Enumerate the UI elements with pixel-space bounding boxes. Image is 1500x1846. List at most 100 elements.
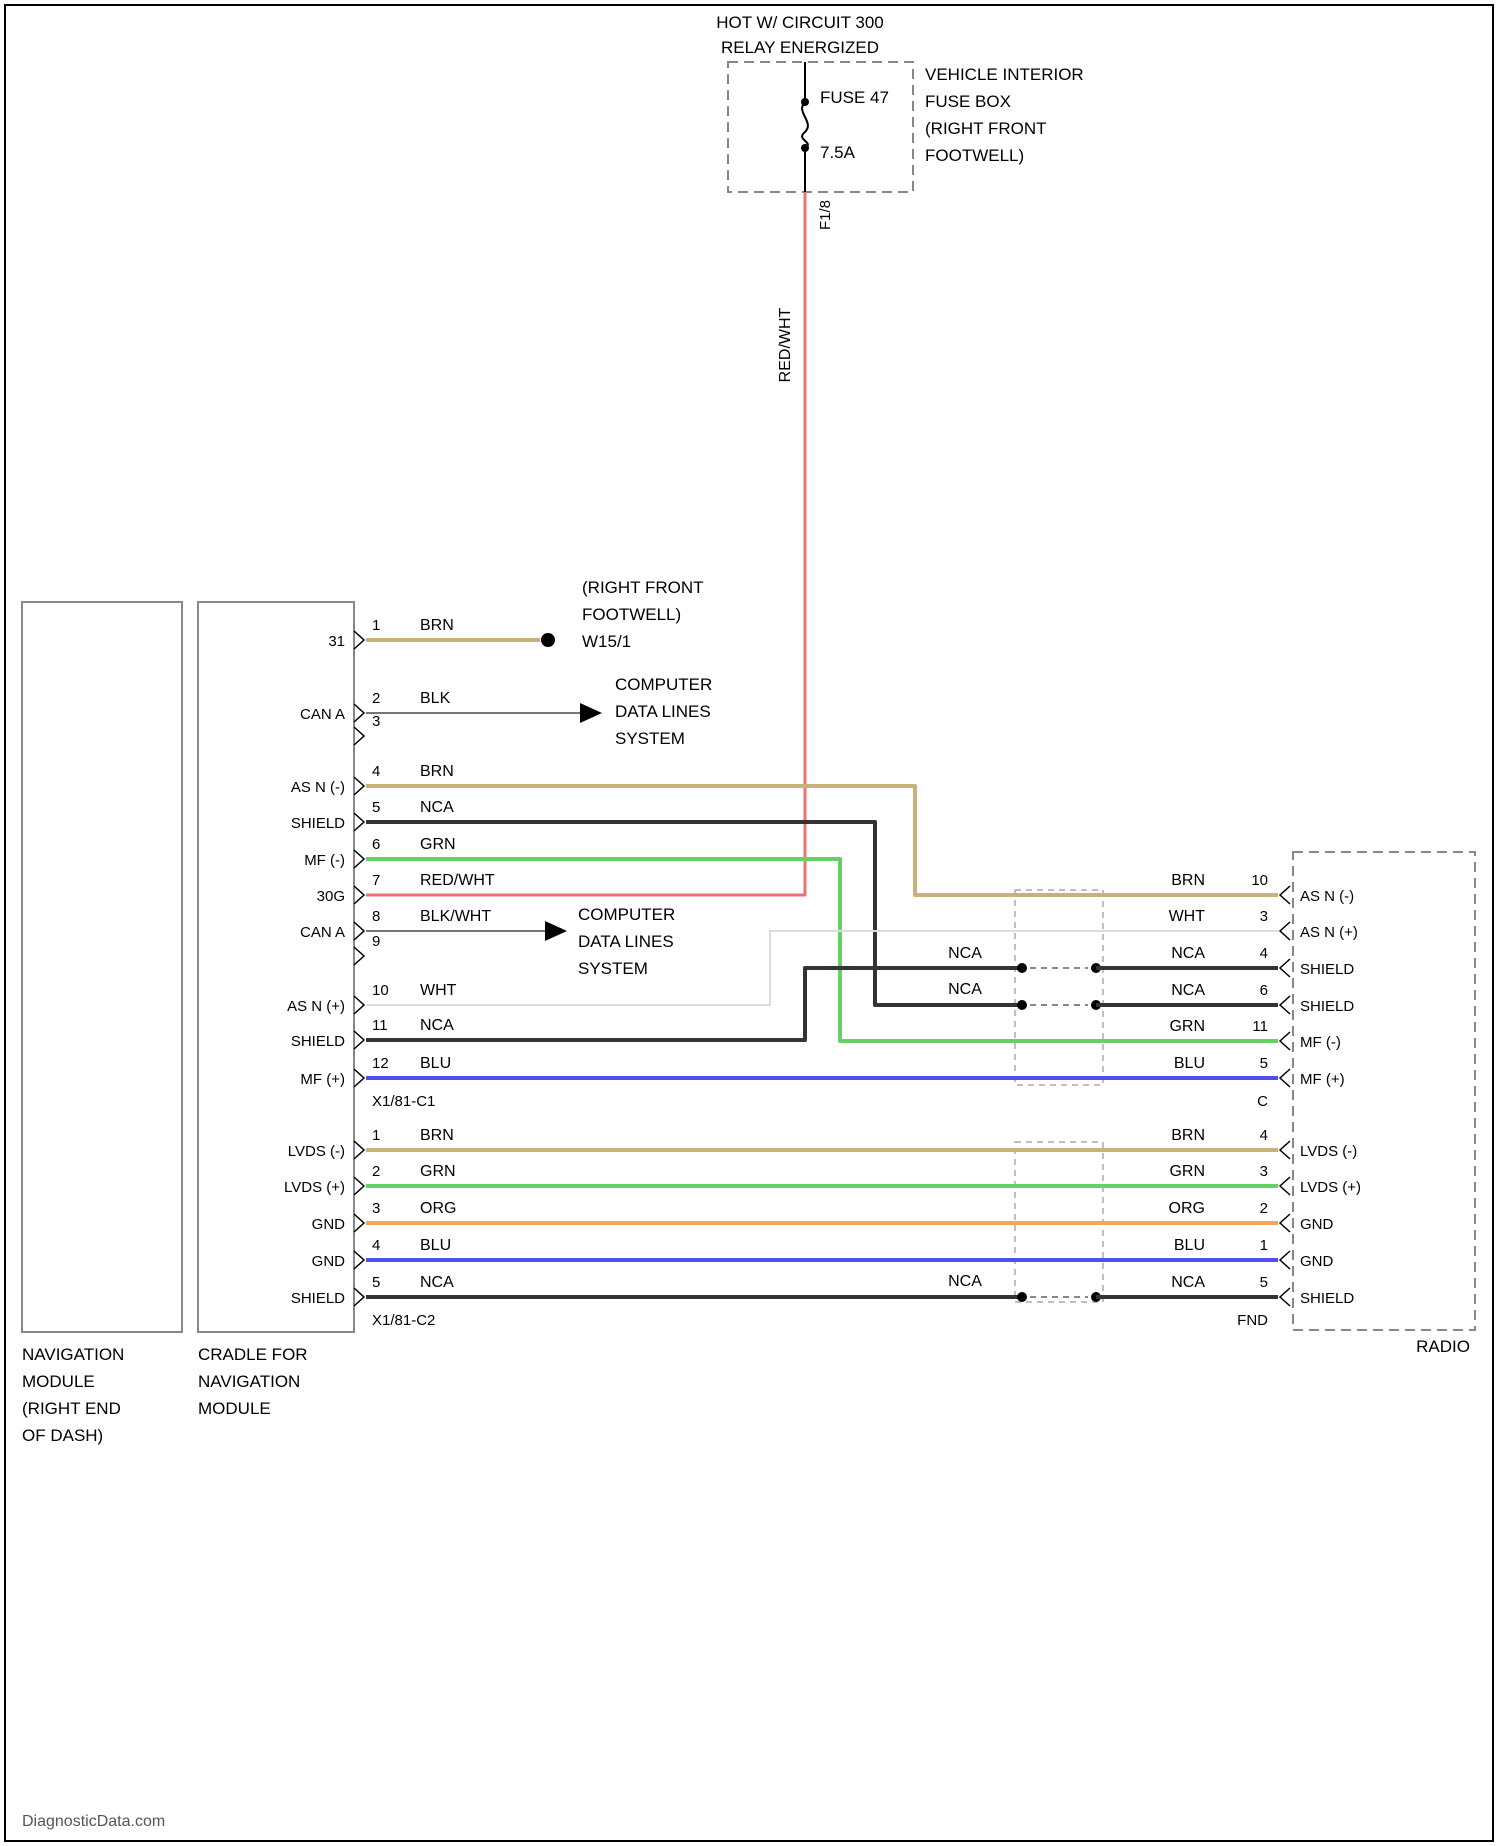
c2-wire-5: NCA	[420, 1274, 454, 1291]
fuse-connector-label: F1/8	[817, 200, 834, 230]
c2-signal-2: LVDS (+)	[284, 1179, 345, 1196]
radio-fnd-pin-3: 3	[1260, 1163, 1268, 1180]
radio-fnd-wire-2: ORG	[1169, 1200, 1205, 1217]
c1-wire-12: BLU	[420, 1055, 451, 1072]
fuse-box-label-1: VEHICLE INTERIOR	[925, 65, 1084, 84]
c1-signal-4: AS N (-)	[291, 779, 345, 796]
c1-pin-5: 5	[372, 799, 380, 816]
c1-pin-3: 3	[372, 713, 380, 730]
radio-fnd-signal-5: SHIELD	[1300, 1290, 1354, 1307]
radio-fnd-wire-1: BLU	[1174, 1237, 1205, 1254]
radio-c-pin-10: 10	[1251, 872, 1268, 889]
c2-signal-1: LVDS (-)	[288, 1143, 345, 1160]
c2-wire-2: GRN	[420, 1163, 456, 1180]
radio-fnd-wire-4: BRN	[1171, 1127, 1205, 1144]
radio-c-wire-10: BRN	[1171, 872, 1205, 889]
computer-data-1-line-3: SYSTEM	[615, 729, 685, 748]
splice-c1-a-left	[1017, 963, 1027, 973]
navigation-module-label-2: MODULE	[22, 1372, 95, 1391]
c1-signal-1: 31	[328, 633, 345, 650]
fuse-label: FUSE 47	[820, 88, 889, 107]
fuse-box-label-3: (RIGHT FRONT	[925, 119, 1047, 138]
computer-data-2-line-3: SYSTEM	[578, 959, 648, 978]
ground-label-3: W15/1	[582, 632, 631, 651]
c2-pin-4: 4	[372, 1237, 380, 1254]
radio-fnd-pin-5: 5	[1260, 1274, 1268, 1291]
c1-signal-12: MF (+)	[300, 1071, 345, 1088]
c2-pin-3: 3	[372, 1200, 380, 1217]
cradle-label-2: NAVIGATION	[198, 1372, 300, 1391]
c1-wire-5: NCA	[420, 799, 454, 816]
c1-pin-8: 8	[372, 908, 380, 925]
computer-data-2-line-1: COMPUTER	[578, 905, 675, 924]
splice-c1-b-left	[1017, 1000, 1027, 1010]
radio-c-wire-11: GRN	[1169, 1018, 1205, 1035]
c1-wire-2: BLK	[420, 690, 451, 707]
navigation-module-label-3: (RIGHT END	[22, 1399, 121, 1418]
c2-pin-2: 2	[372, 1163, 380, 1180]
c2-wire-3: ORG	[420, 1200, 456, 1217]
radio-fnd-pin-4: 4	[1260, 1127, 1268, 1144]
c1-wire-6: GRN	[420, 836, 456, 853]
radio-c-pin-11: 11	[1252, 1018, 1268, 1035]
radio-c-pin-5: 5	[1260, 1055, 1268, 1072]
radio-c-wire-4: NCA	[1171, 945, 1205, 962]
radio-fnd-pin-1: 1	[1260, 1237, 1268, 1254]
ground-label-1: (RIGHT FRONT	[582, 578, 704, 597]
c1-signal-8: CAN A	[300, 924, 345, 941]
radio-c-pin-4: 4	[1260, 945, 1268, 962]
radio-c-signal-3: AS N (+)	[1300, 924, 1358, 941]
radio-c-signal-6: SHIELD	[1300, 998, 1354, 1015]
radio-c-signal-4: SHIELD	[1300, 961, 1354, 978]
splice-label-b: NCA	[948, 981, 982, 998]
splice-c2-left	[1017, 1292, 1027, 1302]
c2-signal-4: GND	[312, 1253, 346, 1270]
c1-pin-9: 9	[372, 933, 380, 950]
power-header-2: RELAY ENERGIZED	[721, 38, 879, 57]
cradle-label-1: CRADLE FOR	[198, 1345, 308, 1364]
c1-wire-4: BRN	[420, 763, 454, 780]
c1-signal-10: AS N (+)	[287, 998, 345, 1015]
radio-c-wire-3: WHT	[1169, 908, 1206, 925]
c2-signal-3: GND	[312, 1216, 346, 1233]
watermark: DiagnosticData.com	[22, 1813, 165, 1830]
c2-signal-5: SHIELD	[291, 1290, 345, 1307]
ground-label-2: FOOTWELL)	[582, 605, 681, 624]
radio-fnd-wire-5: NCA	[1171, 1274, 1205, 1291]
c2-pin-5: 5	[372, 1274, 380, 1291]
c1-pin-4: 4	[372, 763, 380, 780]
c2-pin-1: 1	[372, 1127, 380, 1144]
cradle-label-3: MODULE	[198, 1399, 271, 1418]
c1-wire-8: BLK/WHT	[420, 908, 491, 925]
c1-signal-5: SHIELD	[291, 815, 345, 832]
computer-data-1-line-2: DATA LINES	[615, 702, 711, 721]
navigation-module-label-4: OF DASH)	[22, 1426, 103, 1445]
c2-wire-4: BLU	[420, 1237, 451, 1254]
radio-label: RADIO	[1416, 1337, 1470, 1356]
radio-c-name: C	[1257, 1093, 1268, 1110]
computer-data-1-line-1: COMPUTER	[615, 675, 712, 694]
c1-wire-11: NCA	[420, 1017, 454, 1034]
c1-pin-1: 1	[372, 617, 380, 634]
c1-pin-12: 12	[372, 1055, 389, 1072]
radio-c-signal-10: AS N (-)	[1300, 888, 1354, 905]
radio-c-pin-3: 3	[1260, 908, 1268, 925]
navigation-module-label-1: NAVIGATION	[22, 1345, 124, 1364]
c1-signal-6: MF (-)	[304, 852, 345, 869]
splice-label-c: NCA	[948, 1273, 982, 1290]
c1-wire-7: RED/WHT	[420, 872, 495, 889]
radio-fnd-signal-4: LVDS (-)	[1300, 1143, 1357, 1160]
c1-signal-7: 30G	[317, 888, 345, 905]
radio-fnd-signal-3: LVDS (+)	[1300, 1179, 1361, 1196]
c1-pin-11: 11	[372, 1017, 388, 1034]
radio-fnd-wire-3: GRN	[1169, 1163, 1205, 1180]
radio-fnd-pin-2: 2	[1260, 1200, 1268, 1217]
splice-label-a: NCA	[948, 945, 982, 962]
radio-fnd-name: FND	[1237, 1312, 1268, 1329]
fuse-box-label-2: FUSE BOX	[925, 92, 1011, 111]
fuse-rating: 7.5A	[820, 143, 856, 162]
connector-c2-name: X1/81-C2	[372, 1312, 435, 1329]
radio-c-signal-11: MF (-)	[1300, 1034, 1341, 1051]
c1-pin-10: 10	[372, 982, 389, 999]
